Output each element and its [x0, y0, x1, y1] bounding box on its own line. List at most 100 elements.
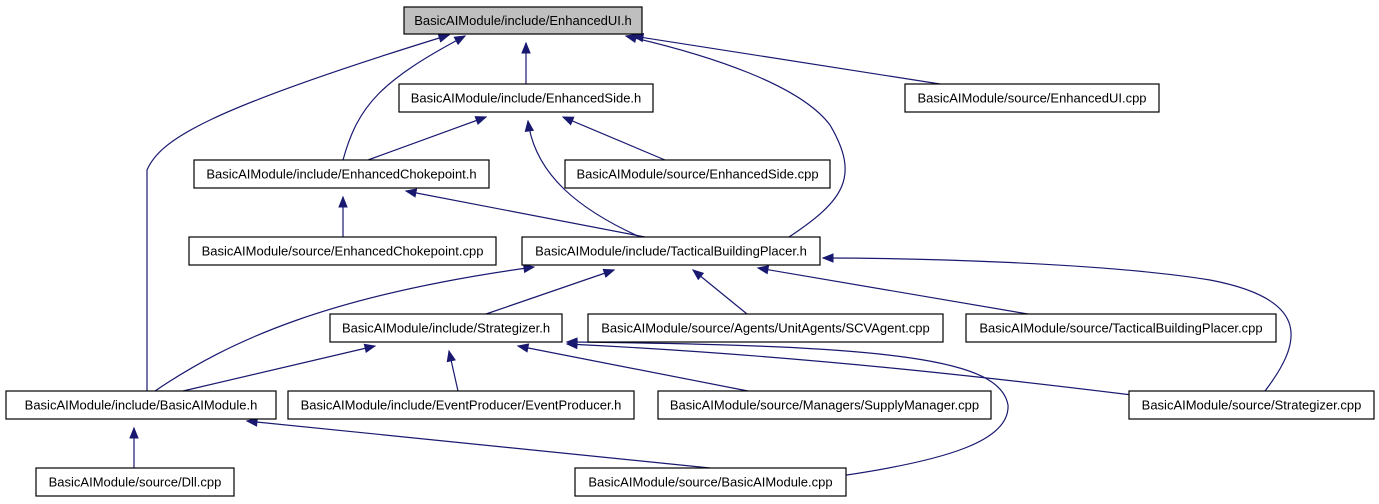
node-tacticalbuildingplacer-cpp[interactable]: BasicAIModule/source/TacticalBuildingPla…: [965, 313, 1277, 343]
edge-tacticalbuildingplacer_h-to-enhancedui_h: [624, 33, 846, 238]
node-label: BasicAIModule/include/EnhancedUI.h: [414, 13, 632, 28]
node-label: BasicAIModule/source/Strategizer.cpp: [1142, 398, 1362, 413]
node-label: BasicAIModule/include/EnhancedChokepoint…: [206, 167, 476, 182]
node-box[interactable]: [965, 313, 1277, 343]
edge-line: [146, 34, 450, 391]
node-strategizer-cpp[interactable]: BasicAIModule/source/Strategizer.cpp: [1128, 390, 1375, 420]
node-label: BasicAIModule/source/Dll.cpp: [49, 475, 222, 490]
edge-line: [527, 120, 641, 238]
edge-arrowhead: [129, 426, 139, 439]
node-strategizer-h[interactable]: BasicAIModule/include/Strategizer.h: [329, 313, 563, 343]
edge-arrowhead: [521, 41, 531, 54]
edge-arrowhead: [602, 268, 616, 278]
node-box[interactable]: [35, 467, 235, 497]
edge-line: [566, 343, 1133, 396]
node-box[interactable]: [403, 6, 643, 35]
node-box[interactable]: [188, 236, 497, 266]
node-box[interactable]: [587, 313, 944, 343]
edge-arrowhead: [756, 265, 770, 275]
edge-line: [757, 267, 1029, 315]
node-basicaimodule-h[interactable]: BasicAIModule/include/BasicAIModule.h: [5, 390, 277, 420]
node-enhancedchokepoint-cpp[interactable]: BasicAIModule/source/EnhancedChokepoint.…: [188, 236, 497, 266]
edge-eventproducer_h-to-strategizer_h: [446, 349, 459, 392]
edge-line: [405, 190, 646, 238]
edge-arrowhead: [437, 33, 451, 43]
node-box[interactable]: [193, 159, 490, 189]
edge-tacticalbuildingplacer_h-to-enhancedchokepoint_h: [404, 188, 646, 238]
edge-arrowhead: [522, 263, 536, 274]
node-label: BasicAIModule/include/EventProducer/Even…: [301, 398, 622, 413]
node-scvagent-cpp[interactable]: BasicAIModule/source/Agents/UnitAgents/S…: [587, 313, 944, 343]
edge-enhancedside_cpp-to-enhancedside_h: [561, 116, 666, 161]
edge-line: [485, 269, 615, 315]
node-box[interactable]: [1128, 390, 1375, 420]
nodes-layer: BasicAIModule/include/EnhancedUI.hBasicA…: [5, 6, 1375, 497]
edge-line: [625, 35, 846, 238]
edge-arrowhead: [524, 119, 535, 133]
edge-arrowhead: [624, 33, 638, 43]
edge-enhancedchokepoint_cpp-to-enhancedchokepoint_h: [338, 195, 348, 237]
node-enhancedside-cpp[interactable]: BasicAIModule/source/EnhancedSide.cpp: [564, 159, 831, 189]
node-label: BasicAIModule/include/BasicAIModule.h: [25, 398, 258, 413]
node-enhancedui-cpp[interactable]: BasicAIModule/source/EnhancedUI.cpp: [904, 83, 1160, 113]
edge-strategizer_h-to-tacticalbuildingplacer_h: [485, 268, 616, 315]
edge-enhancedchokepoint_h-to-enhancedside_h: [367, 116, 488, 161]
edge-arrowhead: [446, 349, 456, 363]
edge-arrowhead: [691, 269, 705, 281]
edge-scvagent_cpp-to-tacticalbuildingplacer_h: [691, 269, 748, 315]
edge-arrowhead: [453, 35, 467, 46]
edge-arrowhead: [338, 195, 348, 208]
node-box[interactable]: [521, 236, 821, 266]
edge-line: [632, 35, 941, 85]
edge-arrowhead: [516, 343, 530, 353]
edges-layer: [129, 32, 1292, 477]
edge-arrowhead: [821, 253, 834, 263]
node-label: BasicAIModule/include/Strategizer.h: [342, 321, 550, 336]
node-label: BasicAIModule/source/Agents/UnitAgents/S…: [601, 321, 930, 336]
node-tacticalbuildingplacer-h[interactable]: BasicAIModule/include/TacticalBuildingPl…: [521, 236, 821, 266]
edge-basicaimodule_h-to-strategizer_h: [182, 343, 377, 392]
edge-arrowhead: [404, 188, 418, 198]
node-label: BasicAIModule/source/TacticalBuildingPla…: [979, 321, 1262, 336]
node-label: BasicAIModule/source/Managers/SupplyMana…: [670, 398, 979, 413]
edge-enhancedside_h-to-enhancedui_h: [521, 41, 531, 84]
node-eventproducer-h[interactable]: BasicAIModule/include/EventProducer/Even…: [287, 390, 635, 420]
edge-line: [154, 266, 535, 392]
edge-strategizer_cpp-to-tacticalbuildingplacer_h: [821, 253, 1292, 392]
edge-arrowhead: [363, 343, 377, 354]
edge-arrowhead: [561, 116, 575, 126]
edge-line: [367, 116, 487, 161]
edge-line: [822, 257, 1292, 392]
node-box[interactable]: [574, 467, 847, 497]
node-enhancedui-h[interactable]: BasicAIModule/include/EnhancedUI.h: [403, 6, 643, 35]
node-label: BasicAIModule/source/BasicAIModule.cpp: [588, 475, 832, 490]
node-box[interactable]: [904, 83, 1160, 113]
edge-basicaimodule_h-to-tacticalbuildingplacer_h: [154, 263, 536, 392]
edge-line: [562, 116, 666, 161]
node-label: BasicAIModule/include/EnhancedSide.h: [411, 91, 642, 106]
edge-enhancedui_cpp-to-enhancedui_h: [631, 32, 941, 85]
node-box[interactable]: [657, 390, 992, 420]
node-enhancedchokepoint-h[interactable]: BasicAIModule/include/EnhancedChokepoint…: [193, 159, 490, 189]
node-dll-cpp[interactable]: BasicAIModule/source/Dll.cpp: [35, 467, 235, 497]
edge-strategizer_cpp-to-strategizer_h: [565, 339, 1133, 396]
node-box[interactable]: [5, 390, 277, 420]
node-box[interactable]: [398, 83, 654, 113]
edge-line: [342, 35, 466, 161]
node-supplymanager-cpp[interactable]: BasicAIModule/source/Managers/SupplyMana…: [657, 390, 992, 420]
edge-line: [182, 345, 376, 392]
edge-line: [517, 345, 749, 392]
node-label: BasicAIModule/source/EnhancedChokepoint.…: [202, 244, 484, 259]
edge-arrowhead: [474, 116, 488, 126]
node-box[interactable]: [564, 159, 831, 189]
edge-line: [692, 269, 748, 315]
node-label: BasicAIModule/source/EnhancedUI.cpp: [917, 91, 1146, 106]
node-basicaimodule-cpp[interactable]: BasicAIModule/source/BasicAIModule.cpp: [574, 467, 847, 497]
edge-basicaimodule_cpp-to-strategizer_h: [565, 337, 1009, 477]
edge-enhancedchokepoint_h-to-enhancedui_h: [342, 35, 467, 161]
node-box[interactable]: [329, 313, 563, 343]
edge-tacticalbuildingplacer_h-to-enhancedside_h: [524, 119, 641, 238]
node-box[interactable]: [287, 390, 635, 420]
edge-basicaimodule_cpp-to-basicaimodule_h: [245, 417, 711, 469]
node-enhancedside-h[interactable]: BasicAIModule/include/EnhancedSide.h: [398, 83, 654, 113]
